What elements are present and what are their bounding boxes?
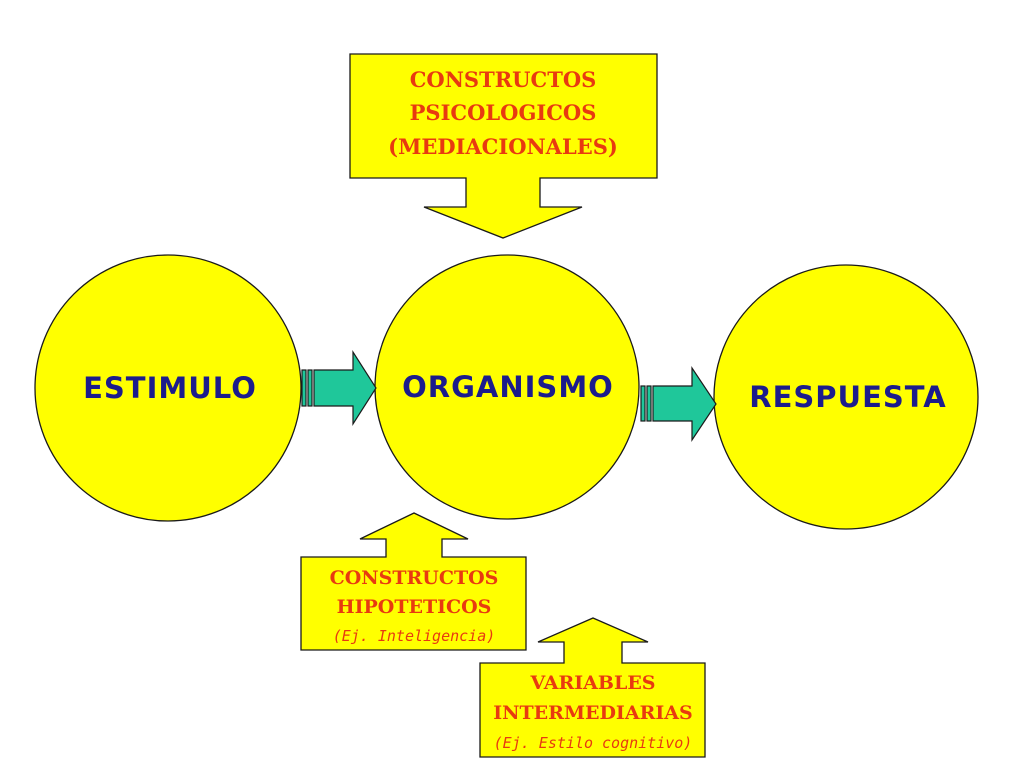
stimulus-label: ESTIMULO bbox=[83, 371, 257, 405]
mediational-line1: CONSTRUCTOS bbox=[410, 67, 597, 92]
hypothetical-example: (Ej. Inteligencia) bbox=[333, 627, 496, 645]
organism-to-response-arrow bbox=[640, 366, 717, 442]
stimulus-circle bbox=[34, 254, 302, 522]
response-circle bbox=[713, 264, 979, 530]
mediational-constructs-callout bbox=[349, 53, 658, 239]
stimulus-to-organism-arrow bbox=[301, 349, 377, 427]
intermediate-variables-callout bbox=[479, 617, 706, 758]
organism-label: ORGANISMO bbox=[402, 370, 614, 404]
intermediate-example: (Ej. Estilo cognitivo) bbox=[494, 734, 693, 752]
hypothetical-constructs-callout bbox=[300, 512, 527, 651]
mediational-line3: (MEDIACIONALES) bbox=[388, 134, 618, 159]
response-label: RESPUESTA bbox=[749, 380, 947, 414]
hypothetical-line2: HIPOTETICOS bbox=[337, 596, 492, 618]
intermediate-line2: INTERMEDIARIAS bbox=[493, 702, 692, 724]
hypothetical-line1: CONSTRUCTOS bbox=[330, 567, 499, 589]
intermediate-line1: VARIABLES bbox=[529, 672, 655, 694]
mediational-line2: PSICOLOGICOS bbox=[410, 100, 597, 125]
